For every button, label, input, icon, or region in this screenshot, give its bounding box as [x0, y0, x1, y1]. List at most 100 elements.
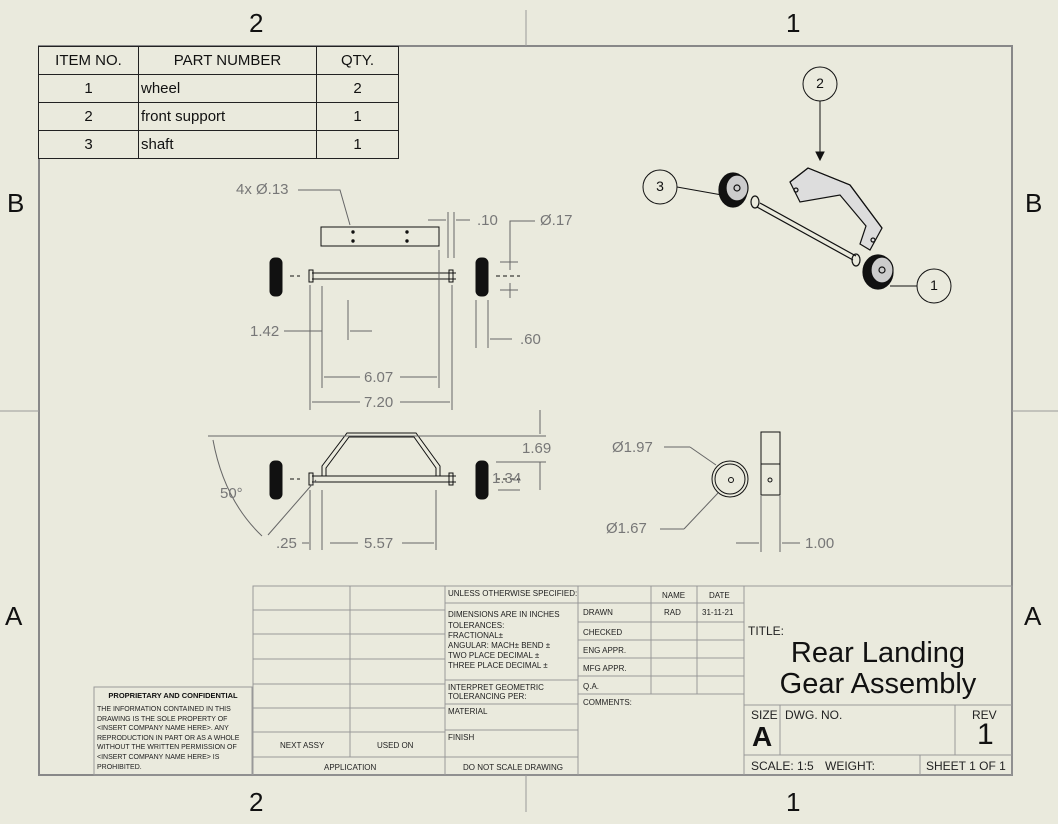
bom-qty: 1	[316, 130, 399, 159]
bom-part: wheel	[138, 74, 317, 103]
proprietary-line: DRAWING IS THE SOLE PROPERTY OF	[97, 715, 228, 723]
zone-ticks	[0, 10, 1058, 812]
table-row: 3 shaft 1	[38, 130, 399, 159]
bom-item: 2	[38, 102, 139, 131]
dim-557: 5.57	[364, 535, 394, 552]
bom-header-qty: QTY.	[316, 46, 399, 75]
tb-checked: CHECKED	[583, 628, 623, 637]
tb-weight: WEIGHT:	[825, 759, 875, 773]
tb-scale: SCALE: 1:5	[751, 759, 814, 773]
tb-eng-appr: ENG APPR.	[583, 646, 627, 655]
dim-167: Ø1.67	[606, 520, 647, 537]
balloon-1: 1	[930, 277, 938, 293]
tb-do-not-scale: DO NOT SCALE DRAWING	[463, 763, 564, 772]
dim-025: .25	[276, 535, 297, 552]
tb-material: MATERIAL	[448, 707, 488, 716]
proprietary-line: THE INFORMATION CONTAINED IN THIS	[97, 706, 231, 713]
tb-fractional: FRACTIONAL±	[448, 631, 504, 640]
tb-drawn-name: RAD	[664, 608, 681, 617]
tb-rev-label: REV	[972, 708, 997, 722]
table-row: 1 wheel 2	[38, 74, 399, 103]
zone-label-right-a: A	[1024, 601, 1042, 631]
tb-finish: FINISH	[448, 733, 475, 742]
tb-tolerances: TOLERANCES:	[448, 621, 505, 630]
tb-drawn-date: 31-11-21	[702, 608, 734, 617]
isometric-view	[718, 167, 894, 290]
proprietary-line: WITHOUT THE WRITTEN PERMISSION OF	[97, 744, 237, 752]
front-view	[269, 432, 520, 500]
balloon-3: 3	[656, 178, 664, 194]
side-view-dimensions	[660, 446, 800, 552]
tb-name-header: NAME	[662, 591, 686, 600]
tb-application: APPLICATION	[324, 763, 377, 772]
zone-label-top-left: 2	[249, 8, 264, 38]
tb-dims-in: DIMENSIONS ARE IN INCHES	[448, 610, 560, 619]
side-view	[711, 431, 781, 498]
dim-720: 7.20	[364, 394, 394, 411]
top-view-dimensions	[284, 189, 535, 410]
dim-134: 1.34	[492, 470, 522, 487]
bom-item: 1	[38, 74, 139, 103]
drawing-title-line-1: Rear Landing	[790, 637, 966, 669]
proprietary-line: REPRODUCTION IN PART OR AS A WHOLE	[97, 734, 240, 742]
bom-item: 3	[38, 130, 139, 159]
tb-three-place: THREE PLACE DECIMAL ±	[448, 661, 548, 670]
bom-qty: 1	[316, 102, 399, 131]
proprietary-line: <INSERT COMPANY NAME HERE>. ANY	[97, 725, 229, 733]
tb-mfg-appr: MFG APPR.	[583, 664, 627, 673]
zone-label-right-b: B	[1025, 188, 1043, 218]
tb-title-label: TITLE:	[748, 624, 785, 638]
tb-size-label: SIZE	[751, 708, 778, 722]
tb-sheet: SHEET 1 OF 1	[926, 759, 1006, 773]
balloon-3-circle	[642, 169, 678, 205]
support-top-rect	[320, 226, 440, 247]
bom-header-row: ITEM NO. PART NUMBER QTY.	[38, 46, 399, 75]
tb-date-header: DATE	[709, 591, 730, 600]
tb-comments: COMMENTS:	[583, 698, 632, 707]
tb-size-value: A	[752, 721, 773, 752]
dim-197: Ø1.97	[612, 439, 653, 456]
balloon-leaders	[676, 101, 917, 287]
tb-drawn: DRAWN	[583, 608, 613, 617]
dim-017: Ø.17	[540, 212, 573, 229]
dim-100: 1.00	[805, 535, 835, 552]
bom-part: front support	[138, 102, 317, 131]
tb-unless: UNLESS OTHERWISE SPECIFIED:	[448, 589, 578, 598]
zone-label-bottom-left: 2	[249, 787, 264, 817]
zone-label-left-a: A	[5, 601, 23, 631]
dim-060: .60	[520, 331, 541, 348]
bom-header-part: PART NUMBER	[138, 46, 317, 75]
dim-142: 1.42	[250, 323, 280, 340]
title-block-grid	[93, 585, 1013, 776]
tb-dwg-no: DWG. NO.	[785, 708, 843, 722]
tb-tolerancing: TOLERANCING PER:	[448, 692, 527, 701]
proprietary-heading: PROPRIETARY AND CONFIDENTIAL	[108, 691, 238, 700]
drawing-title-line-2: Gear Assembly	[779, 668, 977, 700]
dim-169: 1.69	[522, 440, 552, 457]
bill-of-materials: ITEM NO. PART NUMBER QTY. 1 wheel 2 2 fr…	[38, 46, 399, 159]
dim-angle: 50°	[220, 485, 243, 502]
balloon-2: 2	[816, 75, 824, 91]
balloon-2-circle	[802, 66, 838, 102]
bom-part: shaft	[138, 130, 317, 159]
proprietary-line: <INSERT COMPANY NAME HERE> IS	[97, 753, 220, 761]
table-row: 2 front support 1	[38, 102, 399, 131]
drawing-title: Rear Landing Gear Assembly	[744, 638, 1012, 700]
balloon-1-circle	[916, 268, 952, 304]
dim-010: .10	[477, 212, 498, 229]
dim-607: 6.07	[364, 369, 394, 386]
proprietary-text: THE INFORMATION CONTAINED IN THIS DRAWIN…	[97, 705, 239, 772]
tb-two-place: TWO PLACE DECIMAL ±	[448, 651, 540, 660]
tb-qa: Q.A.	[583, 682, 600, 691]
tb-angular: ANGULAR: MACH± BEND ±	[448, 641, 551, 650]
tb-next-assy: NEXT ASSY	[280, 741, 325, 750]
tb-interpret: INTERPRET GEOMETRIC	[448, 683, 544, 692]
bom-qty: 2	[316, 74, 399, 103]
zone-label-bottom-right: 1	[786, 787, 801, 817]
zone-label-left-b: B	[7, 188, 25, 218]
tb-rev-value: 1	[977, 718, 994, 751]
front-view-dimensions	[208, 410, 546, 550]
zone-label-top-right: 1	[786, 8, 801, 38]
top-view	[269, 226, 520, 297]
